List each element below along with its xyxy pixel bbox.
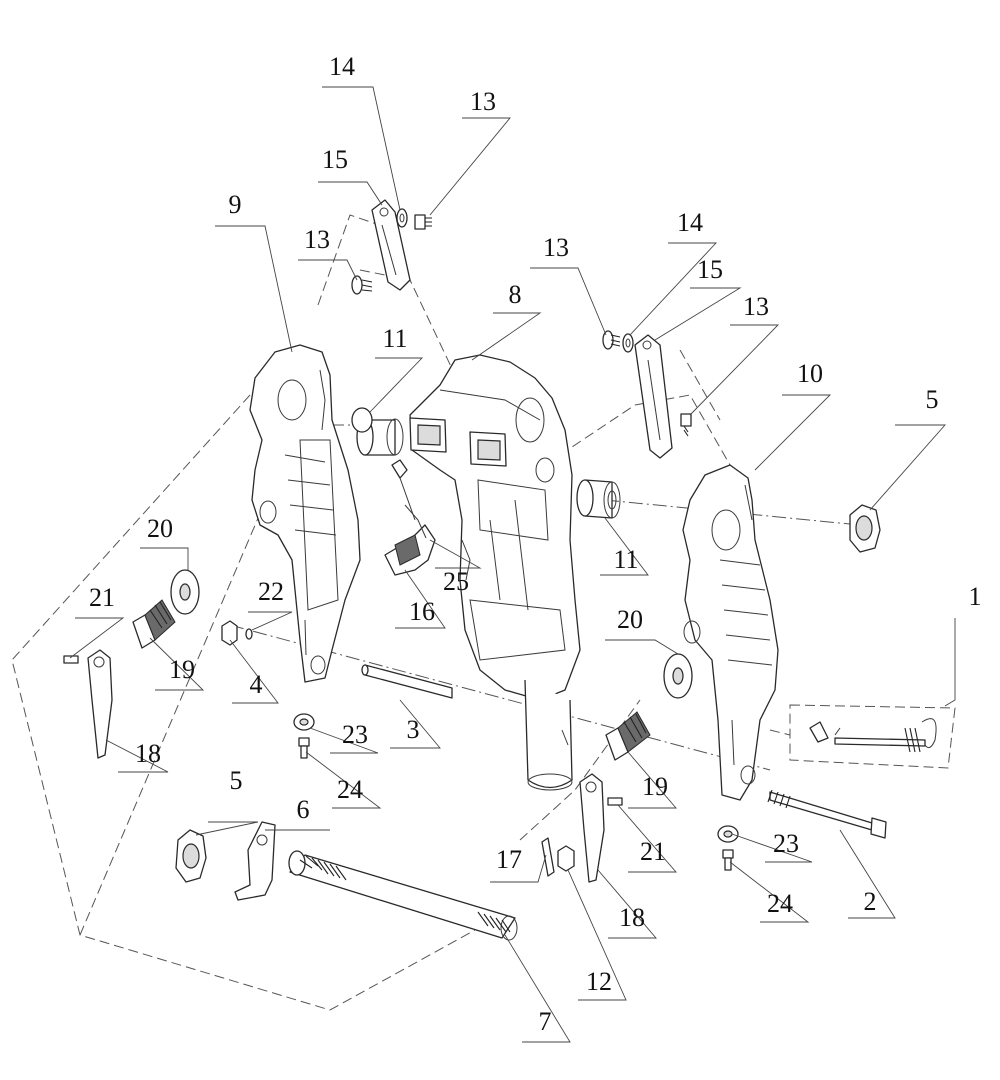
callout-9: 9 — [229, 190, 242, 219]
callout-14-upper-right: 14 — [677, 208, 703, 237]
callout-16: 16 — [409, 597, 435, 626]
callout-20-left: 20 — [147, 514, 173, 543]
callout-labels: 14 13 15 9 13 8 11 13 14 15 13 10 5 20 1… — [89, 52, 982, 1036]
callout-13-upper-left: 13 — [470, 87, 496, 116]
callout-3: 3 — [407, 715, 420, 744]
callout-22: 22 — [258, 577, 284, 606]
callout-18-left: 18 — [135, 739, 161, 768]
left-clamp-bracket-part-9 — [249, 344, 361, 683]
callout-15-upper-right: 15 — [697, 255, 723, 284]
screw-part-13-d — [680, 413, 692, 437]
bushing-part-11-right — [576, 479, 621, 519]
nut-part-12 — [557, 845, 575, 872]
callout-6: 6 — [297, 795, 310, 824]
callout-25: 25 — [443, 567, 469, 596]
callout-13-left: 13 — [304, 225, 330, 254]
screw-part-13-b — [351, 275, 373, 295]
callout-13-upper-right: 13 — [543, 233, 569, 262]
washer-part-14-b — [622, 333, 634, 353]
callout-23-left: 23 — [342, 720, 368, 749]
stud-part-19-left — [132, 599, 176, 649]
callout-11-left: 11 — [382, 324, 407, 353]
threaded-tube-part-7 — [288, 850, 518, 941]
callout-14-upper-left: 14 — [329, 52, 355, 81]
callout-4: 4 — [250, 670, 263, 699]
callout-12: 12 — [586, 967, 612, 996]
tilt-lever-part-18-left — [87, 649, 113, 759]
callout-23-right: 23 — [773, 829, 799, 858]
washer-part-20-right — [663, 653, 693, 699]
callout-8: 8 — [509, 280, 522, 309]
callout-5-right: 5 — [926, 385, 939, 414]
pin-part-21-right — [607, 797, 623, 806]
screw-part-24-right — [722, 849, 734, 871]
tube-part-3 — [361, 664, 453, 699]
link-plate-part-15-left — [371, 199, 411, 291]
cotter-pin-part-17 — [541, 837, 555, 877]
callout-20-right: 20 — [617, 605, 643, 634]
right-clamp-bracket-part-10 — [682, 464, 779, 801]
screw-part-24-left — [298, 737, 310, 759]
lever-part-16 — [384, 504, 436, 576]
callout-2: 2 — [864, 887, 877, 916]
screw-part-13-c — [602, 330, 621, 350]
callout-21-right: 21 — [640, 837, 666, 866]
callout-19-right: 19 — [642, 772, 668, 801]
plate-part-6 — [234, 821, 276, 901]
assembly-boundary-lines — [11, 214, 956, 1011]
callout-21-left: 21 — [89, 583, 115, 612]
screw-part-13-a — [414, 214, 432, 230]
callout-5-left: 5 — [230, 766, 243, 795]
bushing-part-11-left — [351, 407, 404, 456]
callout-13-right: 13 — [743, 292, 769, 321]
washer-part-14-a — [396, 208, 408, 228]
callout-7: 7 — [539, 1007, 552, 1036]
bushing-part-23-left — [293, 713, 315, 731]
nut-part-5-left — [175, 829, 207, 883]
bushing-part-23-right — [717, 825, 739, 843]
link-plate-part-15-right — [634, 334, 673, 459]
callout-1: 1 — [969, 582, 982, 611]
tilt-lever-part-18-right — [579, 773, 605, 883]
nut-part-4 — [221, 620, 238, 646]
callout-24-left: 24 — [337, 775, 363, 804]
leader-lines — [69, 86, 956, 1043]
callout-10: 10 — [797, 359, 823, 388]
callout-15-upper-left: 15 — [322, 145, 348, 174]
callout-19-left: 19 — [169, 655, 195, 684]
nut-part-5-right — [849, 504, 881, 553]
washer-part-22 — [245, 628, 253, 640]
stud-part-19-right — [605, 711, 651, 761]
callout-17: 17 — [496, 845, 522, 874]
callout-11-right: 11 — [613, 545, 638, 574]
callout-18-right: 18 — [619, 903, 645, 932]
callout-24-right: 24 — [767, 889, 793, 918]
center-swivel-bracket-part-8 — [409, 354, 581, 791]
washer-part-20-left — [170, 569, 200, 615]
pin-part-25 — [391, 459, 416, 521]
pin-part-21-left — [63, 655, 79, 664]
spring-pin-part-1 — [809, 718, 937, 753]
bolt-part-2 — [767, 789, 887, 839]
